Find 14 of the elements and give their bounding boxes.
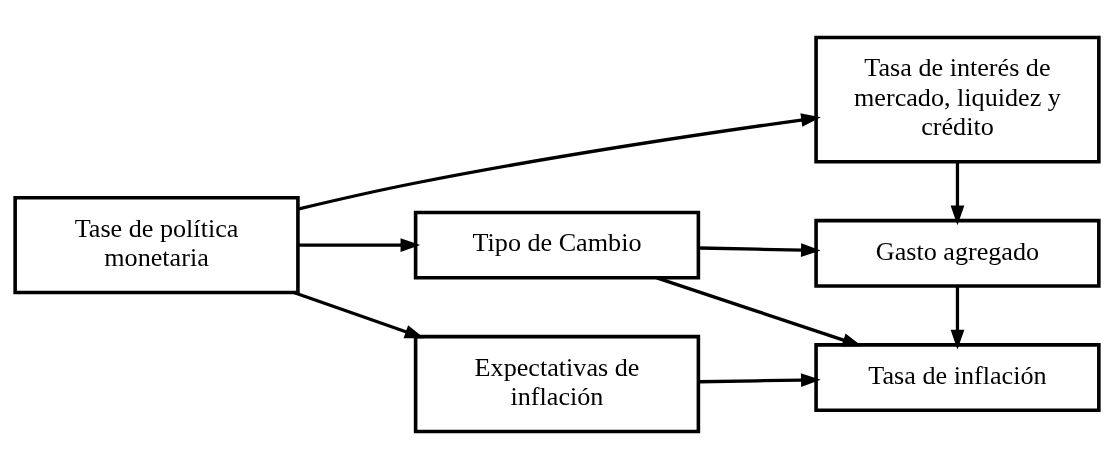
- arrow: [293, 290, 425, 338]
- arrow: [698, 372, 821, 387]
- arrow: [298, 237, 421, 252]
- arrow: [297, 112, 821, 211]
- node-box: Tasa de interés de mercado, liquidez y crédito: [814, 35, 1101, 164]
- node-box: Gasto agregado: [814, 218, 1101, 288]
- arrow: [698, 242, 821, 257]
- arrow: [656, 275, 863, 347]
- arrow: [950, 161, 965, 225]
- node-box: Tasa de inflación: [814, 342, 1101, 412]
- node-box: Tipo de Cambio: [413, 210, 701, 280]
- node-box: Expectativas de inflación: [413, 334, 701, 433]
- node-box: Tase de política monetaria: [13, 195, 300, 294]
- arrow: [950, 285, 965, 349]
